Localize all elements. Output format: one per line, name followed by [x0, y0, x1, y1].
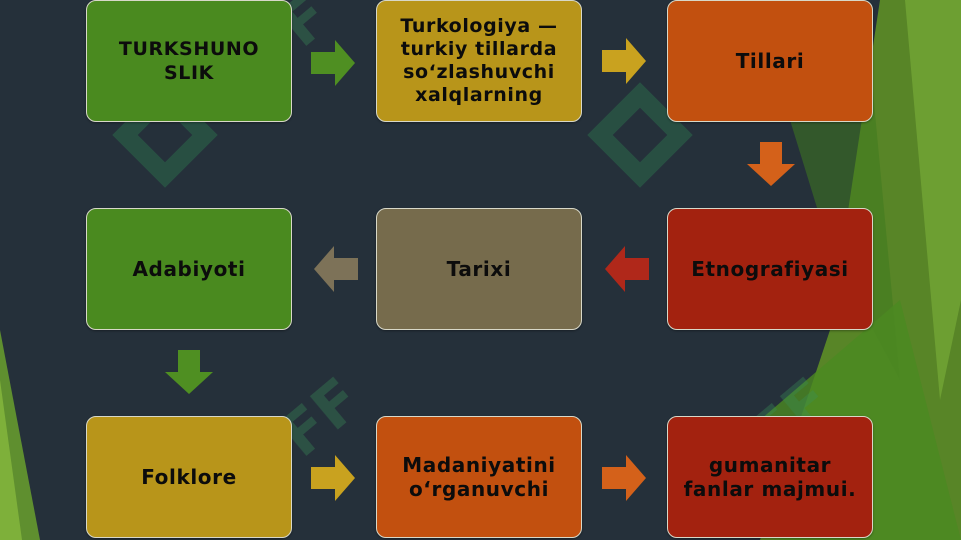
box-label: gumanitar fanlar majmui.: [683, 453, 857, 501]
arrow-right-icon: [311, 455, 355, 501]
box-turkshunoslik: TURKSHUNO SLIK: [86, 0, 292, 122]
arrow-right-icon: [602, 38, 646, 84]
box-folklore: Folklore: [86, 416, 292, 538]
box-label: TURKSHUNO SLIK: [118, 38, 260, 84]
box-madaniyatini: Madaniyatini o‘rganuvchi: [376, 416, 582, 538]
box-tarixi: Tarixi: [376, 208, 582, 330]
box-adabiyoti: Adabiyoti: [86, 208, 292, 330]
arrow-left-icon: [605, 246, 649, 292]
box-label: Adabiyoti: [132, 257, 246, 281]
arrow-right-icon: [311, 40, 355, 86]
arrow-right-icon: [602, 455, 646, 501]
box-label: Madaniyatini o‘rganuvchi: [402, 453, 556, 501]
box-label: Turkologiya — turkiy tillarda so‘zlashuv…: [400, 15, 558, 106]
box-gumanitar: gumanitar fanlar majmui.: [667, 416, 873, 538]
box-turkologiya: Turkologiya — turkiy tillarda so‘zlashuv…: [376, 0, 582, 122]
arrow-down-icon: [747, 142, 795, 186]
box-tillari: Tillari: [667, 0, 873, 122]
arrow-down-icon: [165, 350, 213, 394]
box-etnografiyasi: Etnografiyasi: [667, 208, 873, 330]
arrow-left-icon: [314, 246, 358, 292]
box-label: Tarixi: [446, 257, 512, 281]
box-label: Tillari: [735, 49, 805, 73]
box-label: Folklore: [141, 465, 237, 489]
box-label: Etnografiyasi: [691, 257, 849, 281]
